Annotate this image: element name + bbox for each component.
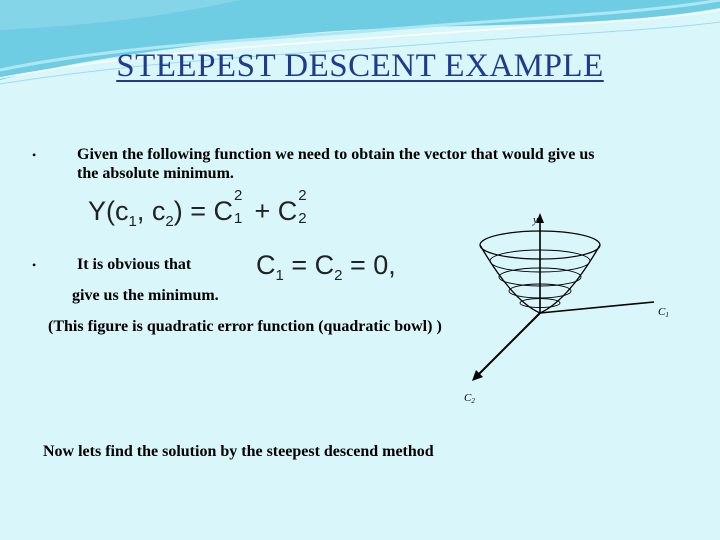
eq-rhs: ) = C	[173, 196, 233, 226]
eq-sub: 2	[165, 213, 174, 230]
eq-sub: 2	[298, 210, 307, 227]
bullet-marker: •	[32, 258, 37, 272]
closing-text: Now lets find the solution by the steepe…	[43, 443, 434, 460]
equation-solution: C1 = C2 = 0,	[256, 250, 396, 284]
page-title: STEEPEST DESCENT EXAMPLE	[116, 48, 604, 84]
eq-sub: 1	[275, 267, 284, 284]
c1-sub: 1	[665, 311, 669, 319]
bullet-text-line1: Given the following function we need to …	[77, 146, 595, 163]
c2-sub: 2	[471, 397, 475, 405]
eq-plus: + C	[246, 196, 298, 226]
eq-c1: C	[256, 250, 276, 280]
c1-axis-label: C1	[658, 306, 669, 319]
bullet-text: It is obvious that	[77, 256, 192, 273]
bullet-marker: •	[32, 148, 37, 162]
figure-note: (This figure is quadratic error function…	[48, 318, 442, 335]
eq-tail: = 0,	[342, 250, 396, 280]
eq-mid: , c	[136, 196, 166, 226]
eq-lhs: Y(c	[88, 196, 129, 226]
bullet-continuation: give us the minimum.	[72, 287, 219, 304]
eq-sup: 2	[233, 187, 243, 204]
header-wave-decoration	[0, 0, 720, 85]
y-axis-label: y	[532, 214, 538, 226]
eq-sup: 2	[298, 187, 307, 204]
eq-sub: 1	[128, 213, 137, 230]
quadratic-bowl-figure: y C1 C2	[464, 213, 669, 405]
eq-eq: = C	[283, 250, 335, 280]
c1-label: C	[658, 306, 666, 318]
eq-sub: 2	[334, 267, 343, 284]
c2-axis-label: C2	[464, 392, 475, 405]
eq-sub: 1	[233, 210, 243, 227]
c2-label: C	[464, 392, 472, 404]
bullet-text-line2: the absolute minimum.	[77, 165, 234, 182]
